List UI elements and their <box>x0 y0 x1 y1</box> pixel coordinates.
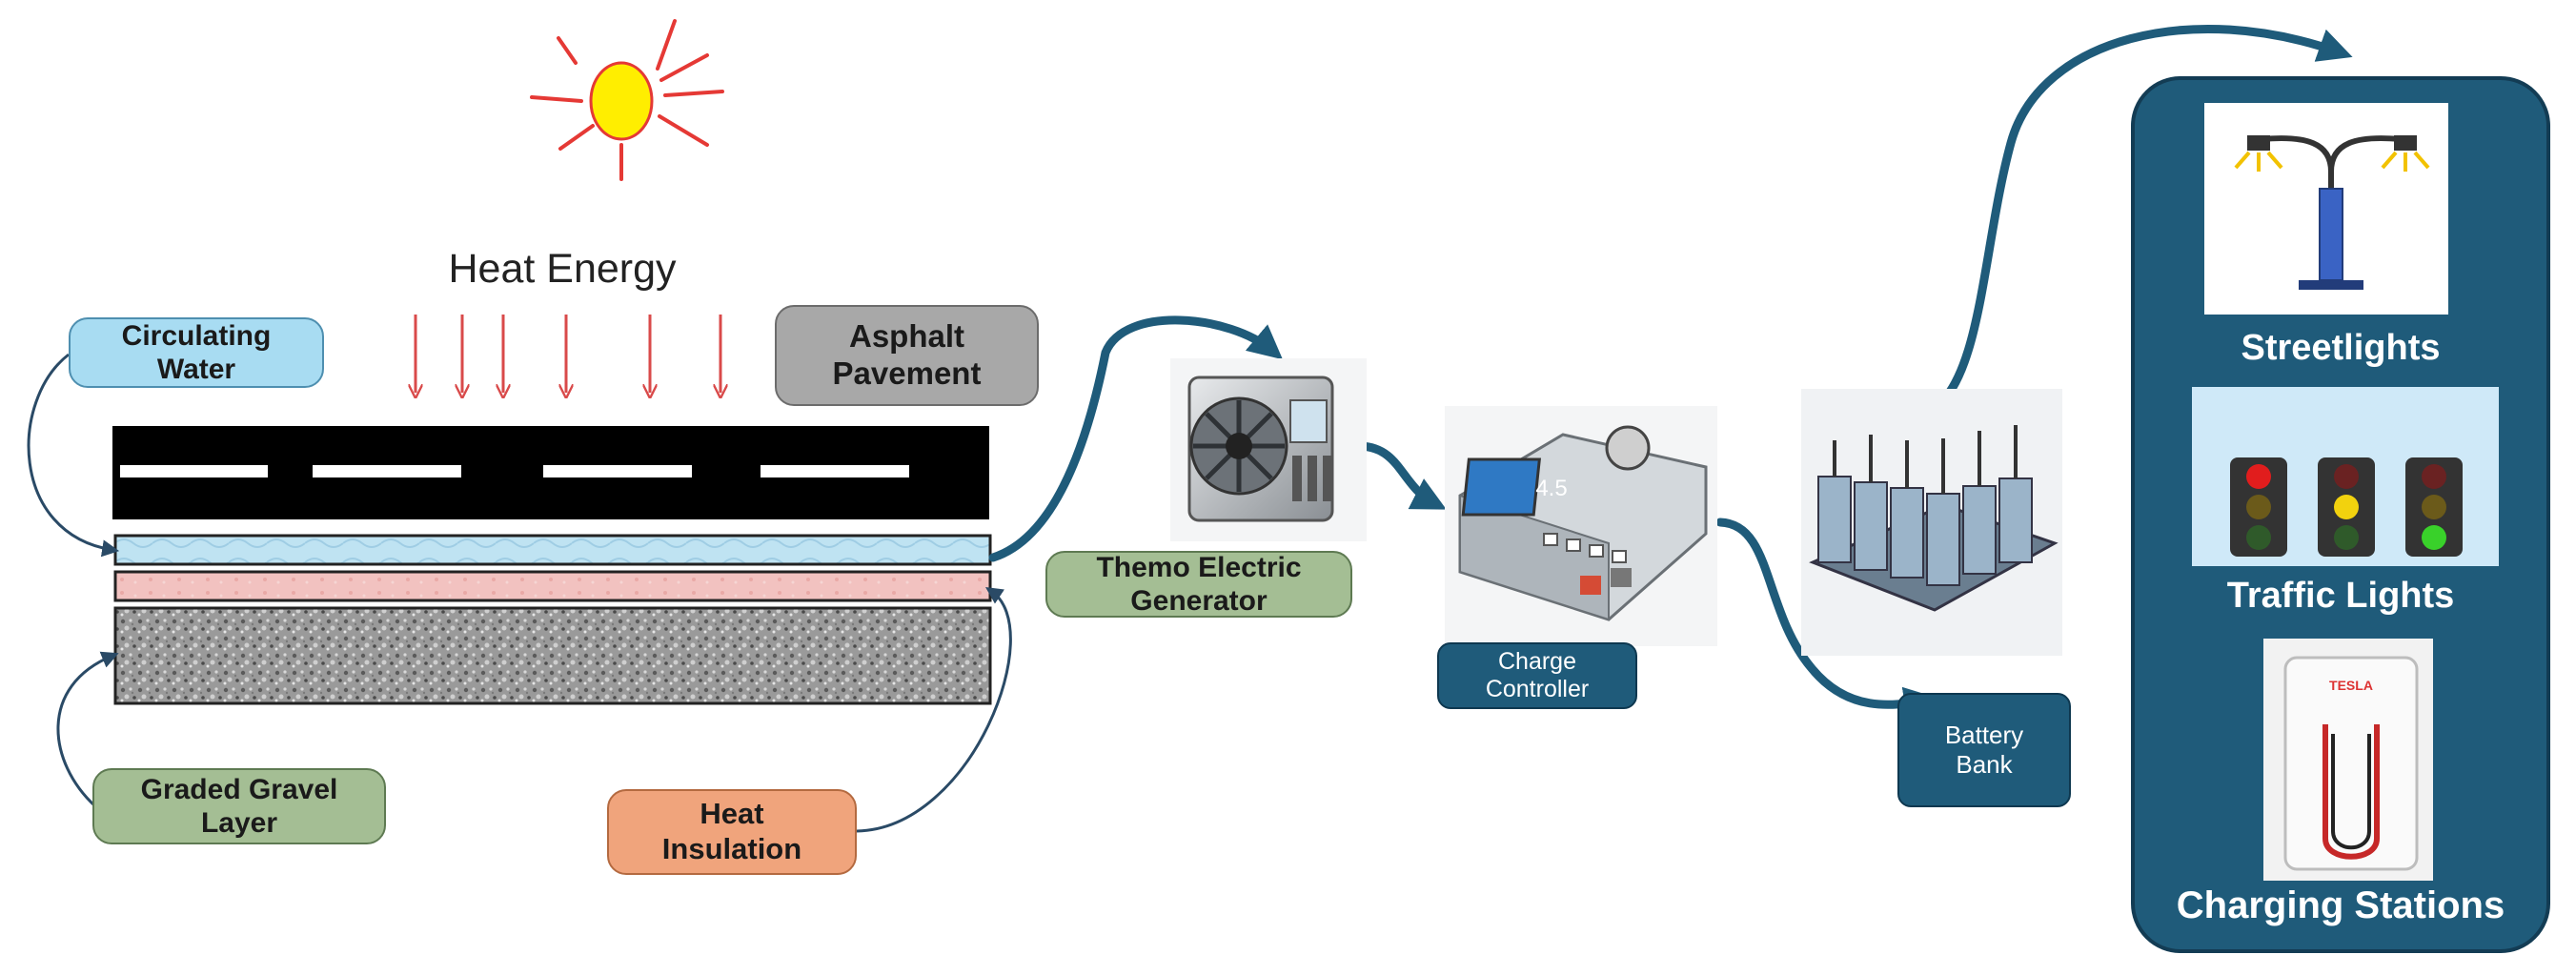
insulation-layer <box>113 570 992 602</box>
graded-gravel-label: Graded Gravel Layer <box>92 768 386 844</box>
sun-icon <box>530 19 724 181</box>
traffic-lights-icon <box>2230 457 2463 557</box>
water-layer <box>113 534 992 566</box>
charger-brand-text: TESLA <box>2329 678 2373 693</box>
charge-controller-label: Charge Controller <box>1437 642 1637 709</box>
traffic-lights-label: Traffic Lights <box>2226 576 2455 616</box>
battery-bank-icon <box>1801 389 2062 656</box>
charging-station-icon: TESLA <box>2283 656 2419 871</box>
streetlight-icon <box>2234 135 2430 290</box>
controller-display-value: 4.5 <box>1535 476 1567 501</box>
circulating-water-label: Circulating Water <box>69 317 324 388</box>
battery-bank-label: Battery Bank <box>1897 693 2071 807</box>
heat-insulation-label: Heat Insulation <box>607 789 857 875</box>
asphalt-road <box>112 426 989 519</box>
charging-stations-label: Charging Stations <box>2176 884 2505 926</box>
flow-arrows <box>988 25 2353 721</box>
gravel-layer <box>113 606 992 705</box>
thermoelectric-generator-icon <box>1170 358 1367 541</box>
heat-arrows <box>416 315 720 393</box>
layer-pointer-arrows <box>27 353 1012 833</box>
heat-energy-label: Heat Energy <box>448 246 677 292</box>
streetlights-label: Streetlights <box>2241 328 2441 368</box>
asphalt-pavement-label: Asphalt Pavement <box>775 305 1039 406</box>
charge-controller-icon: 4.5 <box>1445 406 1717 646</box>
thermoelectric-generator-label: Themo Electric Generator <box>1045 551 1352 618</box>
